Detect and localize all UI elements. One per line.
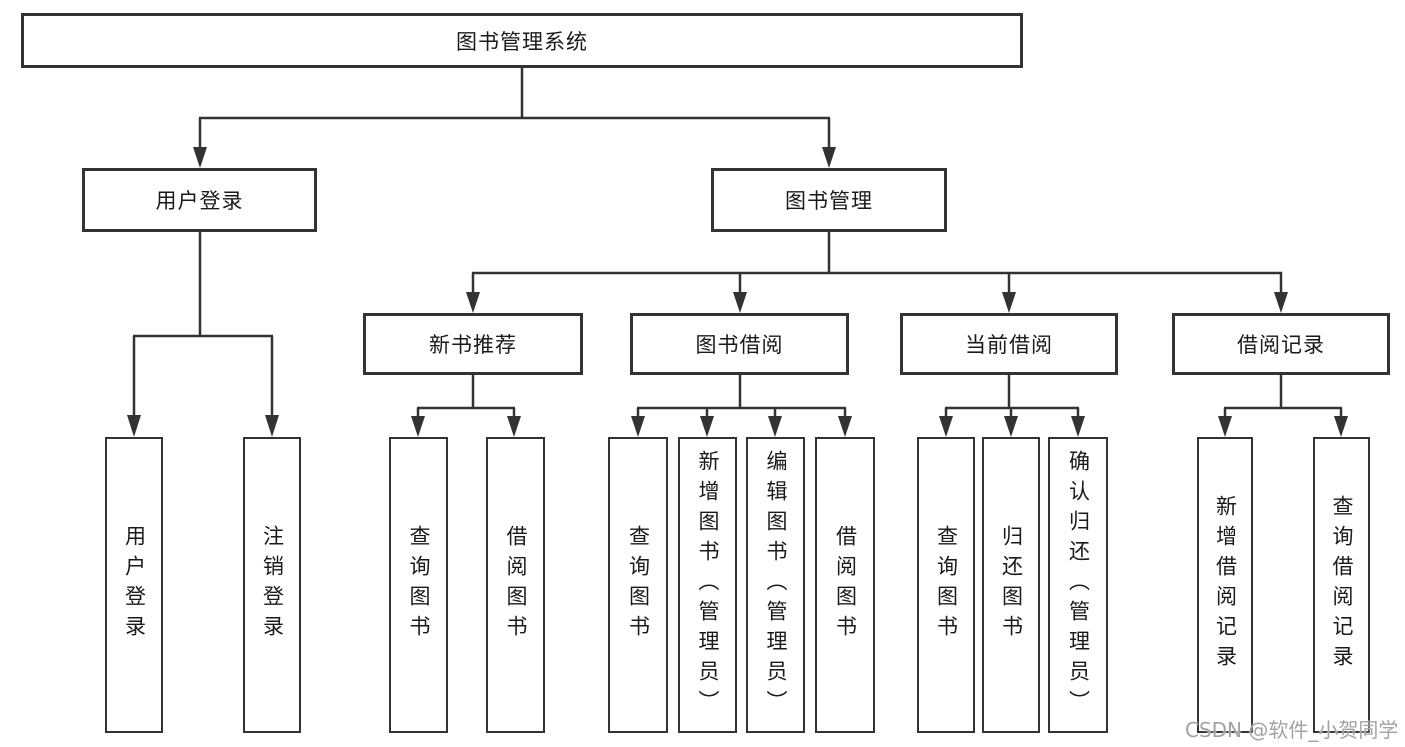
node-root: 图书管理系统 <box>21 13 1023 68</box>
leaf-add-book-admin: 新增图书（管理员） <box>678 437 737 733</box>
edge-records-to-leaves <box>1218 375 1348 437</box>
edge-new-book-to-leaves <box>411 375 521 437</box>
node-current-borrow-label: 当前借阅 <box>965 333 1053 357</box>
leaf-label: 查询图书 <box>626 525 651 645</box>
node-book-borrow: 图书借阅 <box>630 313 849 375</box>
edge-book-mgmt-to-level3 <box>466 232 1288 313</box>
node-new-book-recommend: 新书推荐 <box>363 313 583 375</box>
edge-current-borrow-to-leaves <box>939 375 1085 437</box>
node-current-borrow: 当前借阅 <box>900 313 1118 375</box>
leaf-label: 查询图书 <box>934 525 959 645</box>
node-borrow-records-label: 借阅记录 <box>1237 333 1325 357</box>
leaf-add-borrow-record: 新增借阅记录 <box>1197 437 1253 733</box>
leaf-query-books-recommend: 查询图书 <box>389 437 448 733</box>
leaf-query-books-borrow: 查询图书 <box>608 437 668 733</box>
leaf-query-borrow-record: 查询借阅记录 <box>1313 437 1370 733</box>
leaf-label: 归还图书 <box>999 525 1024 645</box>
node-user-login: 用户登录 <box>82 168 317 232</box>
leaf-label: 用户登录 <box>122 525 147 645</box>
leaf-label: 确认归还（管理员） <box>1066 450 1091 720</box>
leaf-user-login: 用户登录 <box>105 437 163 733</box>
leaf-confirm-return-admin: 确认归还（管理员） <box>1048 437 1108 733</box>
node-book-management-label: 图书管理 <box>785 189 873 213</box>
leaf-label: 查询借阅记录 <box>1330 495 1354 675</box>
leaf-borrow-books: 借阅图书 <box>815 437 875 733</box>
leaf-label: 注销登录 <box>260 525 285 645</box>
leaf-label: 借阅图书 <box>833 525 858 645</box>
leaf-label: 新增借阅记录 <box>1213 495 1238 675</box>
leaf-logout: 注销登录 <box>243 437 301 733</box>
edge-book-borrow-to-leaves <box>631 375 852 437</box>
node-user-login-label: 用户登录 <box>155 189 244 213</box>
node-new-book-recommend-label: 新书推荐 <box>429 333 517 357</box>
edge-root-to-level2 <box>193 68 836 168</box>
edge-user-login-to-leaves <box>127 232 279 437</box>
node-book-borrow-label: 图书借阅 <box>695 333 784 357</box>
leaf-label: 借阅图书 <box>504 525 528 645</box>
leaf-label: 新增图书（管理员） <box>696 450 720 720</box>
node-root-label: 图书管理系统 <box>456 29 588 54</box>
leaf-return-book: 归还图书 <box>982 437 1040 733</box>
node-borrow-records: 借阅记录 <box>1172 313 1390 375</box>
node-book-management: 图书管理 <box>711 168 947 232</box>
csdn-watermark: CSDN @软件_小贺同学 <box>1185 718 1399 742</box>
leaf-edit-book-admin: 编辑图书（管理员） <box>746 437 805 733</box>
leaf-label: 查询图书 <box>407 525 431 645</box>
leaf-borrow-books-recommend: 借阅图书 <box>486 437 545 733</box>
leaf-query-books-current: 查询图书 <box>917 437 975 733</box>
leaf-label: 编辑图书（管理员） <box>764 450 788 720</box>
